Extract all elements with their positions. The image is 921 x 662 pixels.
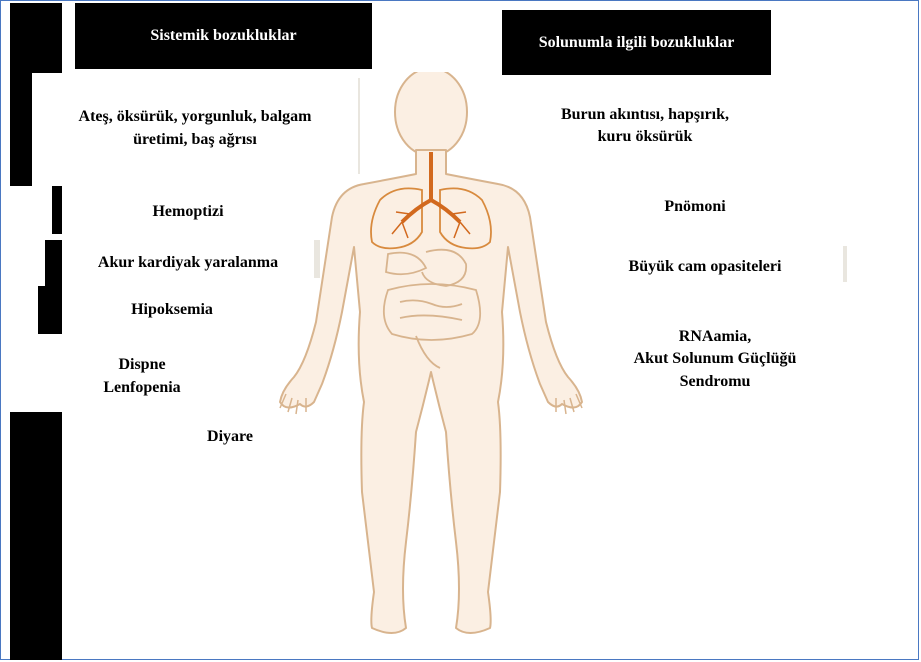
torso-and-limbs — [280, 150, 582, 633]
left-item-line: Ateş, öksürük, yorgunluk, balgam — [79, 105, 312, 128]
left-item-cardiac-injury: Akur kardiyak yaralanma — [62, 244, 314, 282]
left-item-diarrhea: Diyare — [180, 426, 280, 448]
left-bar-top — [10, 3, 62, 73]
right-item-line: kuru öksürük — [520, 126, 770, 148]
right-header: Solunumla ilgili bozukluklar — [502, 10, 771, 75]
left-bar-3 — [45, 240, 62, 286]
head — [395, 72, 467, 156]
left-item-dyspnea: Dispne — [62, 354, 222, 376]
shade-strip — [843, 246, 847, 282]
left-bar-1 — [10, 73, 32, 186]
right-item-runny-nose: Burun akıntısı, hapşırık, kuru öksürük — [520, 104, 770, 149]
right-item-line: Akut Solunum Güçlüğü — [590, 348, 840, 370]
left-bar-bottom — [10, 412, 62, 660]
left-bar-4 — [38, 286, 62, 334]
left-item-fever-cough: Ateş, öksürük, yorgunluk, balgam üretimi… — [32, 76, 358, 180]
left-item-hypoxemia: Hipoksemia — [62, 299, 282, 321]
right-item-line: Burun akıntısı, hapşırık, — [520, 104, 770, 126]
right-item-ground-glass: Büyük cam opasiteleri — [580, 256, 830, 278]
right-item-rnaemia-ards: RNAamia, Akut Solunum Güçlüğü Sendromu — [590, 326, 840, 393]
right-item-line: RNAamia, — [590, 326, 840, 348]
right-item-pneumonia: Pnömoni — [620, 196, 770, 218]
left-item-line: üretimi, baş ağrısı — [133, 128, 257, 151]
right-item-line: Sendromu — [590, 371, 840, 393]
left-item-hemoptysis: Hemoptizi — [62, 190, 314, 234]
left-bar-2 — [52, 186, 62, 234]
left-item-lymphopenia: Lenfopenia — [62, 377, 222, 399]
left-header: Sistemik bozukluklar — [75, 3, 372, 69]
